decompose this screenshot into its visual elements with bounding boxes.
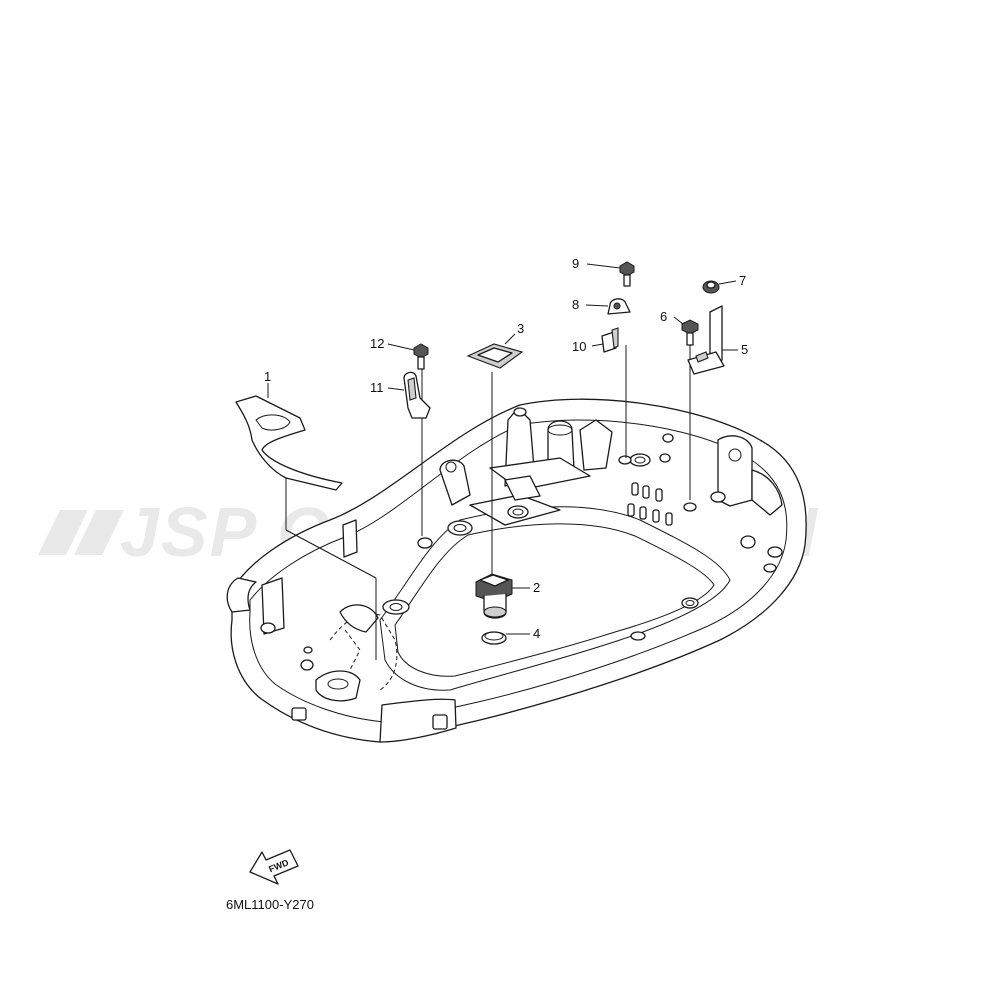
- part-4-clip: [481, 631, 530, 645]
- center-block: [504, 475, 541, 501]
- part-2-grommet: [475, 573, 530, 619]
- part-9-bolt: [586, 261, 635, 287]
- callout-9: 9: [572, 256, 579, 271]
- part-11-plate: [387, 371, 431, 419]
- callout-12: 12: [370, 336, 384, 351]
- cowling-inner-pan-lip: [394, 523, 715, 677]
- left-flange: [226, 577, 257, 613]
- hidden-hose-path: [329, 613, 398, 691]
- center-tower-right: [579, 419, 613, 471]
- callout-8: 8: [572, 297, 579, 312]
- front-drain-boss: [315, 670, 361, 702]
- diagram-code: 6ML1100-Y270: [226, 897, 314, 912]
- part-1-outline: [235, 395, 343, 491]
- callout-11: 11: [370, 380, 384, 395]
- callout-5: 5: [741, 342, 748, 357]
- front-nose: [379, 698, 457, 743]
- left-slot: [291, 707, 307, 721]
- part-1-hole: [255, 414, 291, 431]
- left-bracket-plate: [261, 577, 285, 635]
- fwd-arrow-shape: [249, 849, 299, 885]
- part-6-bolt: [673, 316, 699, 346]
- part-3-seal: [466, 333, 524, 369]
- part-10-spacer: [591, 327, 619, 353]
- bottom-cowling: [226, 398, 807, 743]
- bosses: [260, 407, 783, 671]
- cowling-outer-rim: [230, 398, 807, 743]
- rear-right-bracket: [717, 435, 753, 507]
- front-fitting: [339, 604, 379, 633]
- rear-right-rib: [751, 469, 783, 516]
- left-rib: [342, 519, 358, 558]
- fwd-arrow: FWD: [249, 849, 299, 885]
- hidden-hose-branch: [344, 629, 361, 671]
- part-8-clamp: [585, 298, 631, 315]
- left-cone: [439, 459, 471, 506]
- clip-tabs: [627, 482, 673, 526]
- part-5-bracket: [687, 305, 738, 375]
- callout-3: 3: [517, 321, 524, 336]
- explode-lines: [285, 340, 691, 660]
- callout-6: 6: [660, 309, 667, 324]
- callout-10: 10: [572, 339, 586, 354]
- callouts: 1 2 3 4 5 6 7 8 9 10 11 12: [264, 256, 748, 641]
- callout-4: 4: [533, 626, 540, 641]
- part-1-plate: [235, 383, 343, 491]
- part-12-bolt: [387, 343, 429, 370]
- callout-1: 1: [264, 369, 271, 384]
- callout-7: 7: [739, 273, 746, 288]
- cowling-inner-pan: [379, 506, 731, 691]
- part-7-nut: [702, 280, 737, 294]
- callout-2: 2: [533, 580, 540, 595]
- front-slot: [432, 714, 448, 730]
